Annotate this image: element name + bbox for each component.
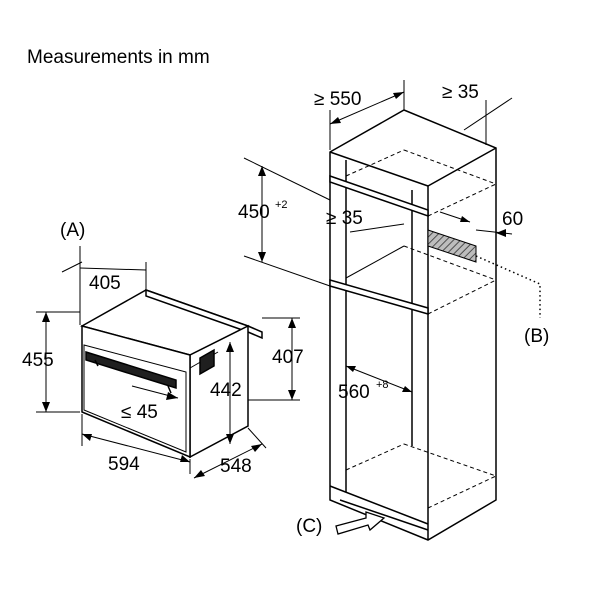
label-c: (C): [296, 516, 322, 537]
dim-442-arrow-bottom: [226, 434, 234, 444]
plinth-top-edge: [329, 485, 429, 525]
upper-shelf-right: [427, 183, 497, 217]
dim-vent-height: 60: [502, 209, 523, 230]
dim-60-arrow: [496, 229, 506, 237]
dim-vent-gap-line: [349, 223, 405, 233]
dim-450-arrow-top: [258, 166, 266, 176]
dim-407-arrow-top: [288, 318, 296, 328]
dim-450-ext-top: [243, 157, 331, 201]
plinth-back-left: [345, 443, 405, 471]
cabinet-top-front-edge: [329, 151, 429, 187]
dim-550-arrow-left: [330, 117, 341, 124]
oven-door: [83, 344, 187, 453]
dim-oven-width: 594: [108, 454, 140, 475]
upper-shelf-back: [403, 149, 497, 185]
dim-handle-gap: ≤ 45: [121, 402, 158, 423]
dim-cabinet-depth: ≥ 550: [314, 89, 361, 110]
dim-594-arrow-right: [180, 455, 190, 462]
label-b-leader: [475, 255, 541, 318]
dim-back-gap: ≥ 35: [442, 82, 479, 103]
oven-shelf-right: [427, 279, 497, 315]
dim-450-ext-bottom: [243, 255, 331, 287]
dim-594-arrow-left: [82, 434, 92, 441]
cabinet-dimensions: ≥ 550 ≥ 35 450 +2 ≥ 35 60 (B) 560 +8: [238, 80, 549, 537]
dim-594-line: [81, 433, 191, 463]
dim-548-ext: [247, 427, 267, 449]
dim-oven-side-height: 407: [272, 347, 304, 368]
cabinet-top-right-edge: [427, 147, 497, 187]
dim-vent-gap-arrow: [460, 216, 470, 222]
dim-560-line: [345, 365, 413, 393]
airflow-arrow: [335, 511, 386, 535]
diagram-title: Measurements in mm: [27, 47, 210, 68]
dim-548-arrow-right: [251, 444, 262, 452]
plinth-lower-edge: [339, 499, 429, 531]
oven-dimensions: (A) 405 455 442 407 ≤ 45: [22, 220, 304, 479]
dim-550-line: [329, 91, 405, 125]
dim-560-arrow-left: [346, 366, 356, 372]
dim-442-arrow-top: [226, 342, 234, 352]
handle-mount-left: [94, 359, 99, 367]
ventilation-opening: [427, 229, 477, 263]
dim-548-line: [193, 443, 263, 479]
dim-oven-front-height: 442: [210, 380, 242, 401]
oven-shelf-back-left: [345, 245, 405, 279]
dim-opening-height: 450: [238, 202, 270, 223]
dim-455-arrow-bottom: [42, 402, 50, 412]
dim-45-arrow: [166, 392, 178, 400]
dim-opening-height-tol: +2: [275, 199, 288, 211]
plinth-right: [427, 475, 497, 509]
tall-cabinet: [329, 109, 497, 541]
dim-407-arrow-bottom: [288, 390, 296, 400]
dim-550-arrow-right: [393, 92, 404, 99]
dim-405-line: [79, 267, 147, 271]
dim-548-arrow-left: [194, 470, 205, 478]
dim-560-arrow-right: [402, 386, 412, 392]
oven-shelf-back: [403, 245, 497, 281]
dim-455-arrow-top: [42, 312, 50, 322]
dim-oven-depth-top: 405: [89, 273, 121, 294]
dim-a-tick: [61, 261, 83, 273]
dim-cabinet-width: 560: [338, 382, 370, 403]
upper-shelf-back-left: [345, 149, 405, 177]
dim-450-arrow-bottom: [258, 252, 266, 262]
plinth-back: [403, 443, 497, 477]
oven: [80, 288, 263, 459]
dim-oven-height: 455: [22, 350, 54, 371]
label-a: (A): [60, 220, 85, 241]
dim-oven-depth: 548: [220, 456, 252, 477]
handle-mount-right: [167, 385, 172, 394]
dim-vent-gap: ≥ 35: [326, 208, 363, 229]
label-b: (B): [524, 326, 549, 347]
dim-cabinet-width-tol: +8: [376, 379, 389, 391]
oven-handle: [85, 350, 177, 390]
oven-control-knob: [199, 348, 215, 376]
dim-35-line: [463, 97, 513, 131]
